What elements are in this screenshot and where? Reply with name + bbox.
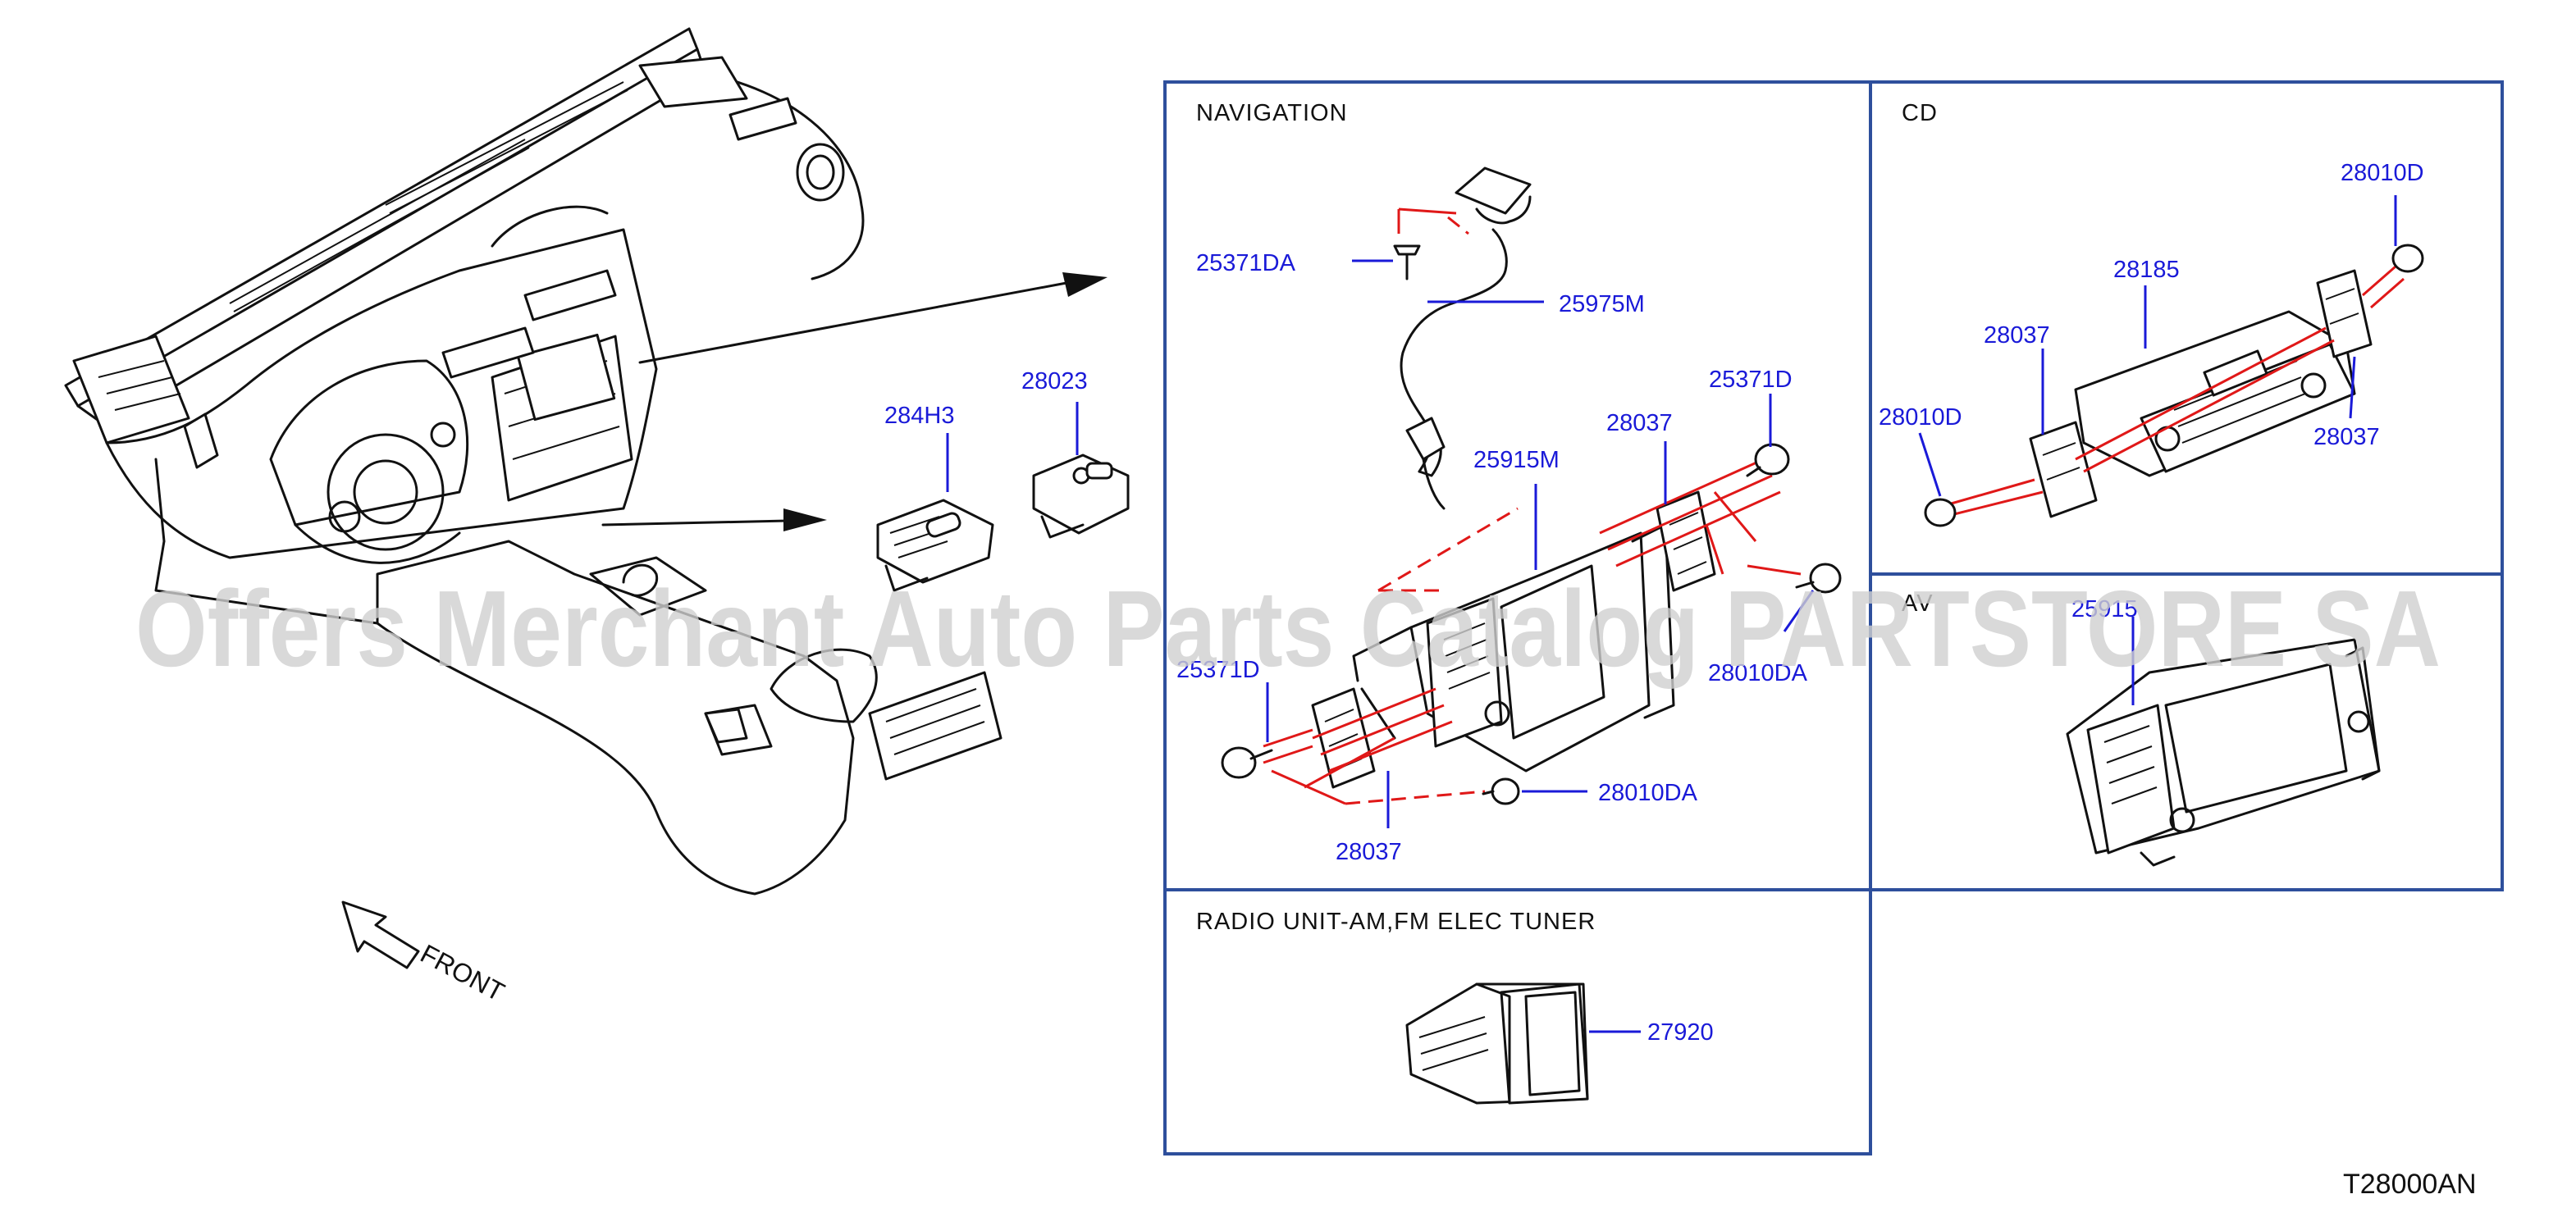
part-label-cd-28185: 28185 — [2113, 257, 2180, 283]
panel-av: AV — [1869, 572, 2504, 891]
cd-screw-28010D-top — [2391, 244, 2424, 273]
watermark-text: Offers Merchant Auto Parts Catalog PARTS… — [135, 568, 2441, 689]
nav-screw-25371D-left — [1221, 746, 1273, 779]
part-label-25371DA: 25371DA — [1196, 250, 1296, 276]
radio-assembly: 27920 — [1405, 982, 1714, 1105]
part-label-radio-27920: 27920 — [1647, 1019, 1714, 1046]
av-assembly: 25915 — [2066, 596, 2381, 867]
cd-screw-28010D-left — [1924, 498, 1957, 527]
navigation-assembly: 25371DA 25975M 25371D 28037 25915M 28010… — [1176, 166, 1842, 865]
part-label-25371D-left: 25371D — [1176, 657, 1260, 683]
front-direction-indicator: FRONT — [341, 900, 509, 1007]
switch-284H3 — [876, 499, 994, 592]
section-title-cd: CD — [1902, 100, 1938, 126]
section-title-radio: RADIO UNIT-AM,FM ELEC TUNER — [1196, 909, 1596, 935]
part-label-cd-28037-right: 28037 — [2313, 424, 2380, 450]
panel-radio: RADIO UNIT-AM,FM ELEC TUNER — [1163, 888, 1872, 1155]
nav-screw-28010DA-bottom — [1482, 777, 1520, 805]
part-label-28010DA-right: 28010DA — [1708, 660, 1808, 686]
part-label-28037-bottom: 28037 — [1336, 839, 1402, 865]
cd-assembly: 28010D 28185 28037 28010D 28037 — [1879, 160, 2424, 527]
pointer-arrows — [601, 272, 1108, 531]
section-title-av: AV — [1902, 590, 1934, 617]
part-label-28010DA-bottom: 28010DA — [1598, 780, 1698, 806]
part-label-28023: 28023 — [1021, 368, 1088, 394]
part-label-cd-28010D-top: 28010D — [2341, 160, 2424, 186]
part-label-284H3: 284H3 — [884, 403, 954, 429]
panel-navigation: NAVIGATION — [1163, 80, 1872, 891]
part-label-cd-28010D-left: 28010D — [1879, 404, 1962, 431]
switch-28023 — [1032, 454, 1130, 539]
nav-screw-28010DA-right — [1795, 563, 1842, 594]
part-label-25371D-top: 25371D — [1709, 367, 1793, 393]
diagram-code: T28000AN — [2343, 1169, 2477, 1200]
switch-parts: 284H3 28023 — [876, 368, 1130, 592]
part-label-28037-top: 28037 — [1606, 410, 1673, 436]
front-label: FRONT — [416, 938, 509, 1007]
dashboard-illustration — [64, 27, 1003, 896]
part-label-av-25915: 25915 — [2071, 596, 2138, 622]
nav-screw-25371D-top — [1746, 443, 1790, 477]
part-label-25915M: 25915M — [1473, 447, 1560, 473]
part-label-cd-28037-left: 28037 — [1984, 322, 2050, 349]
section-title-navigation: NAVIGATION — [1196, 100, 1348, 126]
part-label-25975M: 25975M — [1559, 291, 1645, 317]
